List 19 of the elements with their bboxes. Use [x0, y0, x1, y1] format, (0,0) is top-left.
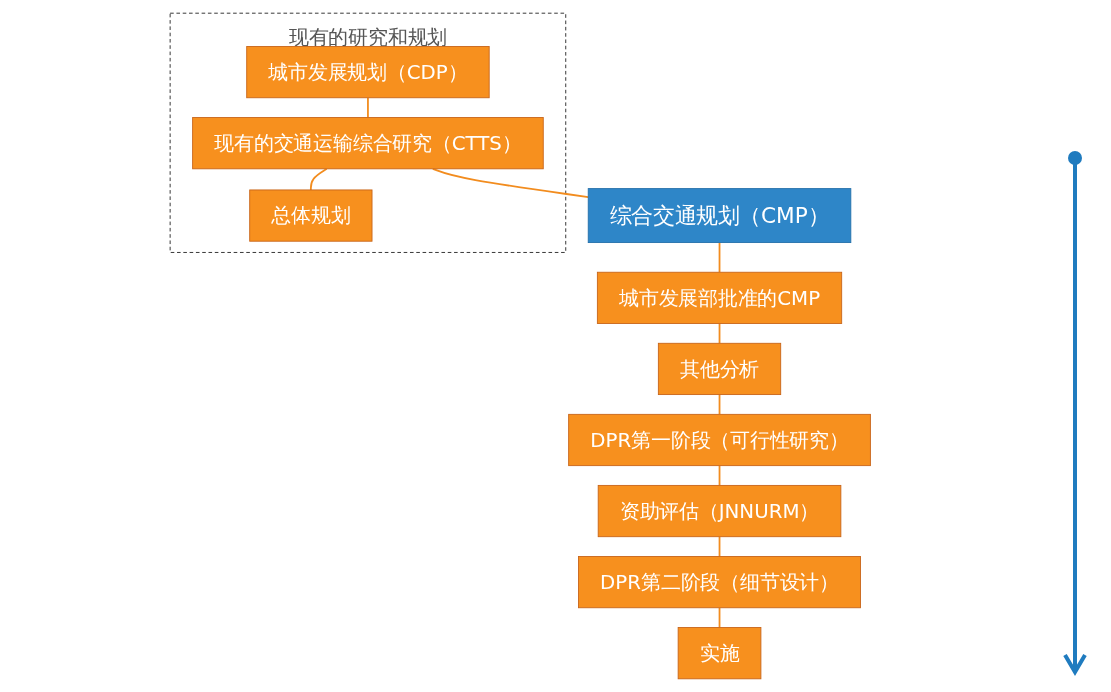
node-box: 城市发展部批准的CMP	[596, 271, 842, 324]
connector	[309, 167, 328, 191]
connector	[718, 535, 721, 558]
node-box: DPR第一阶段（可行性研究）	[567, 413, 871, 467]
connector	[366, 96, 369, 119]
node-box: 综合交通规划（CMP）	[587, 188, 851, 243]
node-box: 其他分析	[657, 342, 781, 395]
node-box: 实施	[677, 627, 762, 680]
connector	[718, 393, 721, 416]
node-box: 现有的交通运输综合研究（CTTS）	[191, 117, 544, 170]
node-box: 资助评估（JNNURM）	[597, 484, 842, 538]
node-box: 城市发展规划（CDP）	[245, 46, 490, 99]
connector	[718, 322, 721, 345]
connector	[718, 241, 721, 274]
node-box: 总体规划	[248, 189, 373, 242]
connector	[718, 606, 721, 629]
node-box: DPR第二阶段（细节设计）	[577, 556, 861, 609]
connector	[718, 464, 721, 487]
connector	[431, 167, 589, 198]
